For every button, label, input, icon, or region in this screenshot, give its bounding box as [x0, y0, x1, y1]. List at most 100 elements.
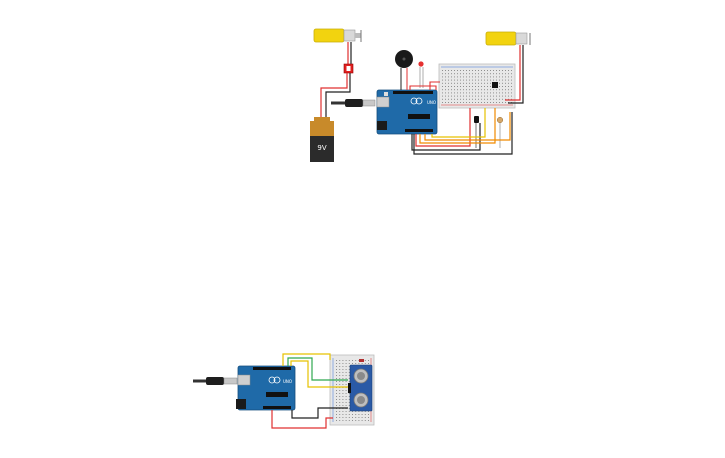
- breadboard-hole: [336, 381, 337, 382]
- wire-red[interactable]: [505, 45, 521, 101]
- breadboard-hole: [352, 363, 353, 364]
- breadboard-hole: [368, 414, 369, 415]
- wire-black[interactable]: [508, 45, 524, 104]
- breadboard-hole: [475, 89, 476, 91]
- breadboard-hole: [508, 79, 509, 81]
- breadboard-hole: [508, 89, 509, 91]
- wire-yellow[interactable]: [431, 108, 486, 138]
- breadboard-hole: [442, 76, 443, 78]
- breadboard-hole: [361, 420, 363, 421]
- breadboard-hole: [348, 417, 350, 418]
- breadboard-hole: [336, 420, 337, 421]
- breadboard-hole: [487, 86, 488, 87]
- breadboard-hole: [348, 408, 350, 409]
- arduino-uno-bottom[interactable]: UNO: [236, 365, 296, 411]
- breadboard-hole: [484, 86, 485, 87]
- breadboard-hole: [345, 405, 347, 406]
- breadboard-hole: [342, 420, 344, 421]
- breadboard-hole: [451, 92, 452, 94]
- breadboard-hole: [348, 405, 350, 406]
- breadboard-hole: [490, 82, 491, 84]
- wire-red[interactable]: [271, 410, 333, 429]
- breadboard-hole: [490, 76, 491, 78]
- breadboard-hole: [466, 89, 467, 91]
- wire-yellow[interactable]: [290, 360, 348, 388]
- breadboard-hole: [460, 98, 461, 100]
- breadboard-hole: [496, 70, 497, 71]
- breadboard-hole: [358, 417, 360, 418]
- breadboard-hole: [487, 76, 488, 78]
- breadboard-hole: [496, 95, 497, 97]
- usb-cable-top[interactable]: [331, 99, 376, 107]
- breadboard-hole: [484, 73, 485, 75]
- breadboard-hole: [481, 102, 482, 103]
- transistor[interactable]: [492, 82, 498, 88]
- dc-motor-right[interactable]: [485, 31, 531, 46]
- breadboard-hole: [502, 79, 503, 81]
- breadboard-hole: [454, 102, 455, 103]
- piezo-buzzer[interactable]: [395, 50, 413, 90]
- breadboard-hole: [484, 95, 485, 97]
- wire-black[interactable]: [325, 73, 351, 118]
- breadboard-hole: [460, 70, 461, 71]
- breadboard-hole: [466, 95, 467, 97]
- wire-orange[interactable]: [424, 112, 511, 141]
- breadboard-hole: [478, 73, 479, 75]
- dc-motor-left[interactable]: [313, 28, 362, 43]
- breadboard-hole: [472, 79, 473, 81]
- breadboard-hole: [364, 414, 366, 415]
- breadboard-hole: [460, 89, 461, 91]
- wire-yellow[interactable]: [282, 353, 331, 366]
- usb-cable-bottom[interactable]: [193, 377, 238, 385]
- wire-green[interactable]: [287, 357, 348, 381]
- breadboard-hole: [496, 73, 497, 75]
- breadboard-hole: [505, 92, 506, 94]
- wire-red[interactable]: [429, 81, 440, 90]
- led-red[interactable]: [418, 61, 424, 88]
- breadboard-hole: [466, 102, 467, 103]
- breadboard-hole: [442, 102, 443, 103]
- breadboard-hole: [508, 76, 509, 78]
- wire-red[interactable]: [320, 73, 348, 118]
- breadboard-hole: [336, 366, 337, 367]
- slide-switch[interactable]: [343, 63, 354, 74]
- led-marker[interactable]: [359, 359, 364, 362]
- breadboard-hole: [493, 92, 494, 94]
- wire-black[interactable]: [413, 112, 513, 155]
- breadboard-hole: [342, 363, 344, 364]
- breadboard-hole: [499, 98, 500, 100]
- breadboard-hole: [475, 73, 476, 75]
- breadboard-hole: [445, 70, 446, 71]
- breadboard-hole: [490, 79, 491, 81]
- breadboard-hole: [336, 396, 337, 397]
- top-circuit: 9V UNO: [310, 28, 531, 162]
- breadboard-hole: [342, 366, 344, 367]
- breadboard-hole: [336, 384, 337, 385]
- battery-9v[interactable]: 9V: [310, 117, 334, 162]
- breadboard-hole: [499, 73, 500, 75]
- breadboard-hole: [469, 70, 470, 71]
- temperature-sensor[interactable]: [474, 116, 479, 148]
- breadboard-hole: [484, 92, 485, 94]
- breadboard-hole: [511, 98, 512, 100]
- arduino-uno-top[interactable]: UNO: [376, 89, 438, 135]
- wire-red[interactable]: [409, 85, 437, 90]
- breadboard-hole: [348, 402, 350, 403]
- wire-red[interactable]: [415, 108, 471, 147]
- wire-orange[interactable]: [419, 108, 496, 144]
- photoresistor[interactable]: [496, 116, 504, 148]
- breadboard-hole: [342, 372, 344, 373]
- breadboard-hole: [493, 70, 494, 71]
- breadboard-hole: [460, 82, 461, 84]
- ultrasonic-sensor[interactable]: [348, 364, 373, 412]
- breadboard-hole: [342, 414, 344, 415]
- breadboard-hole: [345, 372, 347, 373]
- breadboard-hole: [496, 79, 497, 81]
- breadboard-hole: [342, 393, 344, 394]
- breadboard-hole: [499, 79, 500, 81]
- wire-black[interactable]: [291, 407, 348, 419]
- breadboard-top[interactable]: [438, 63, 516, 109]
- breadboard-hole: [505, 86, 506, 87]
